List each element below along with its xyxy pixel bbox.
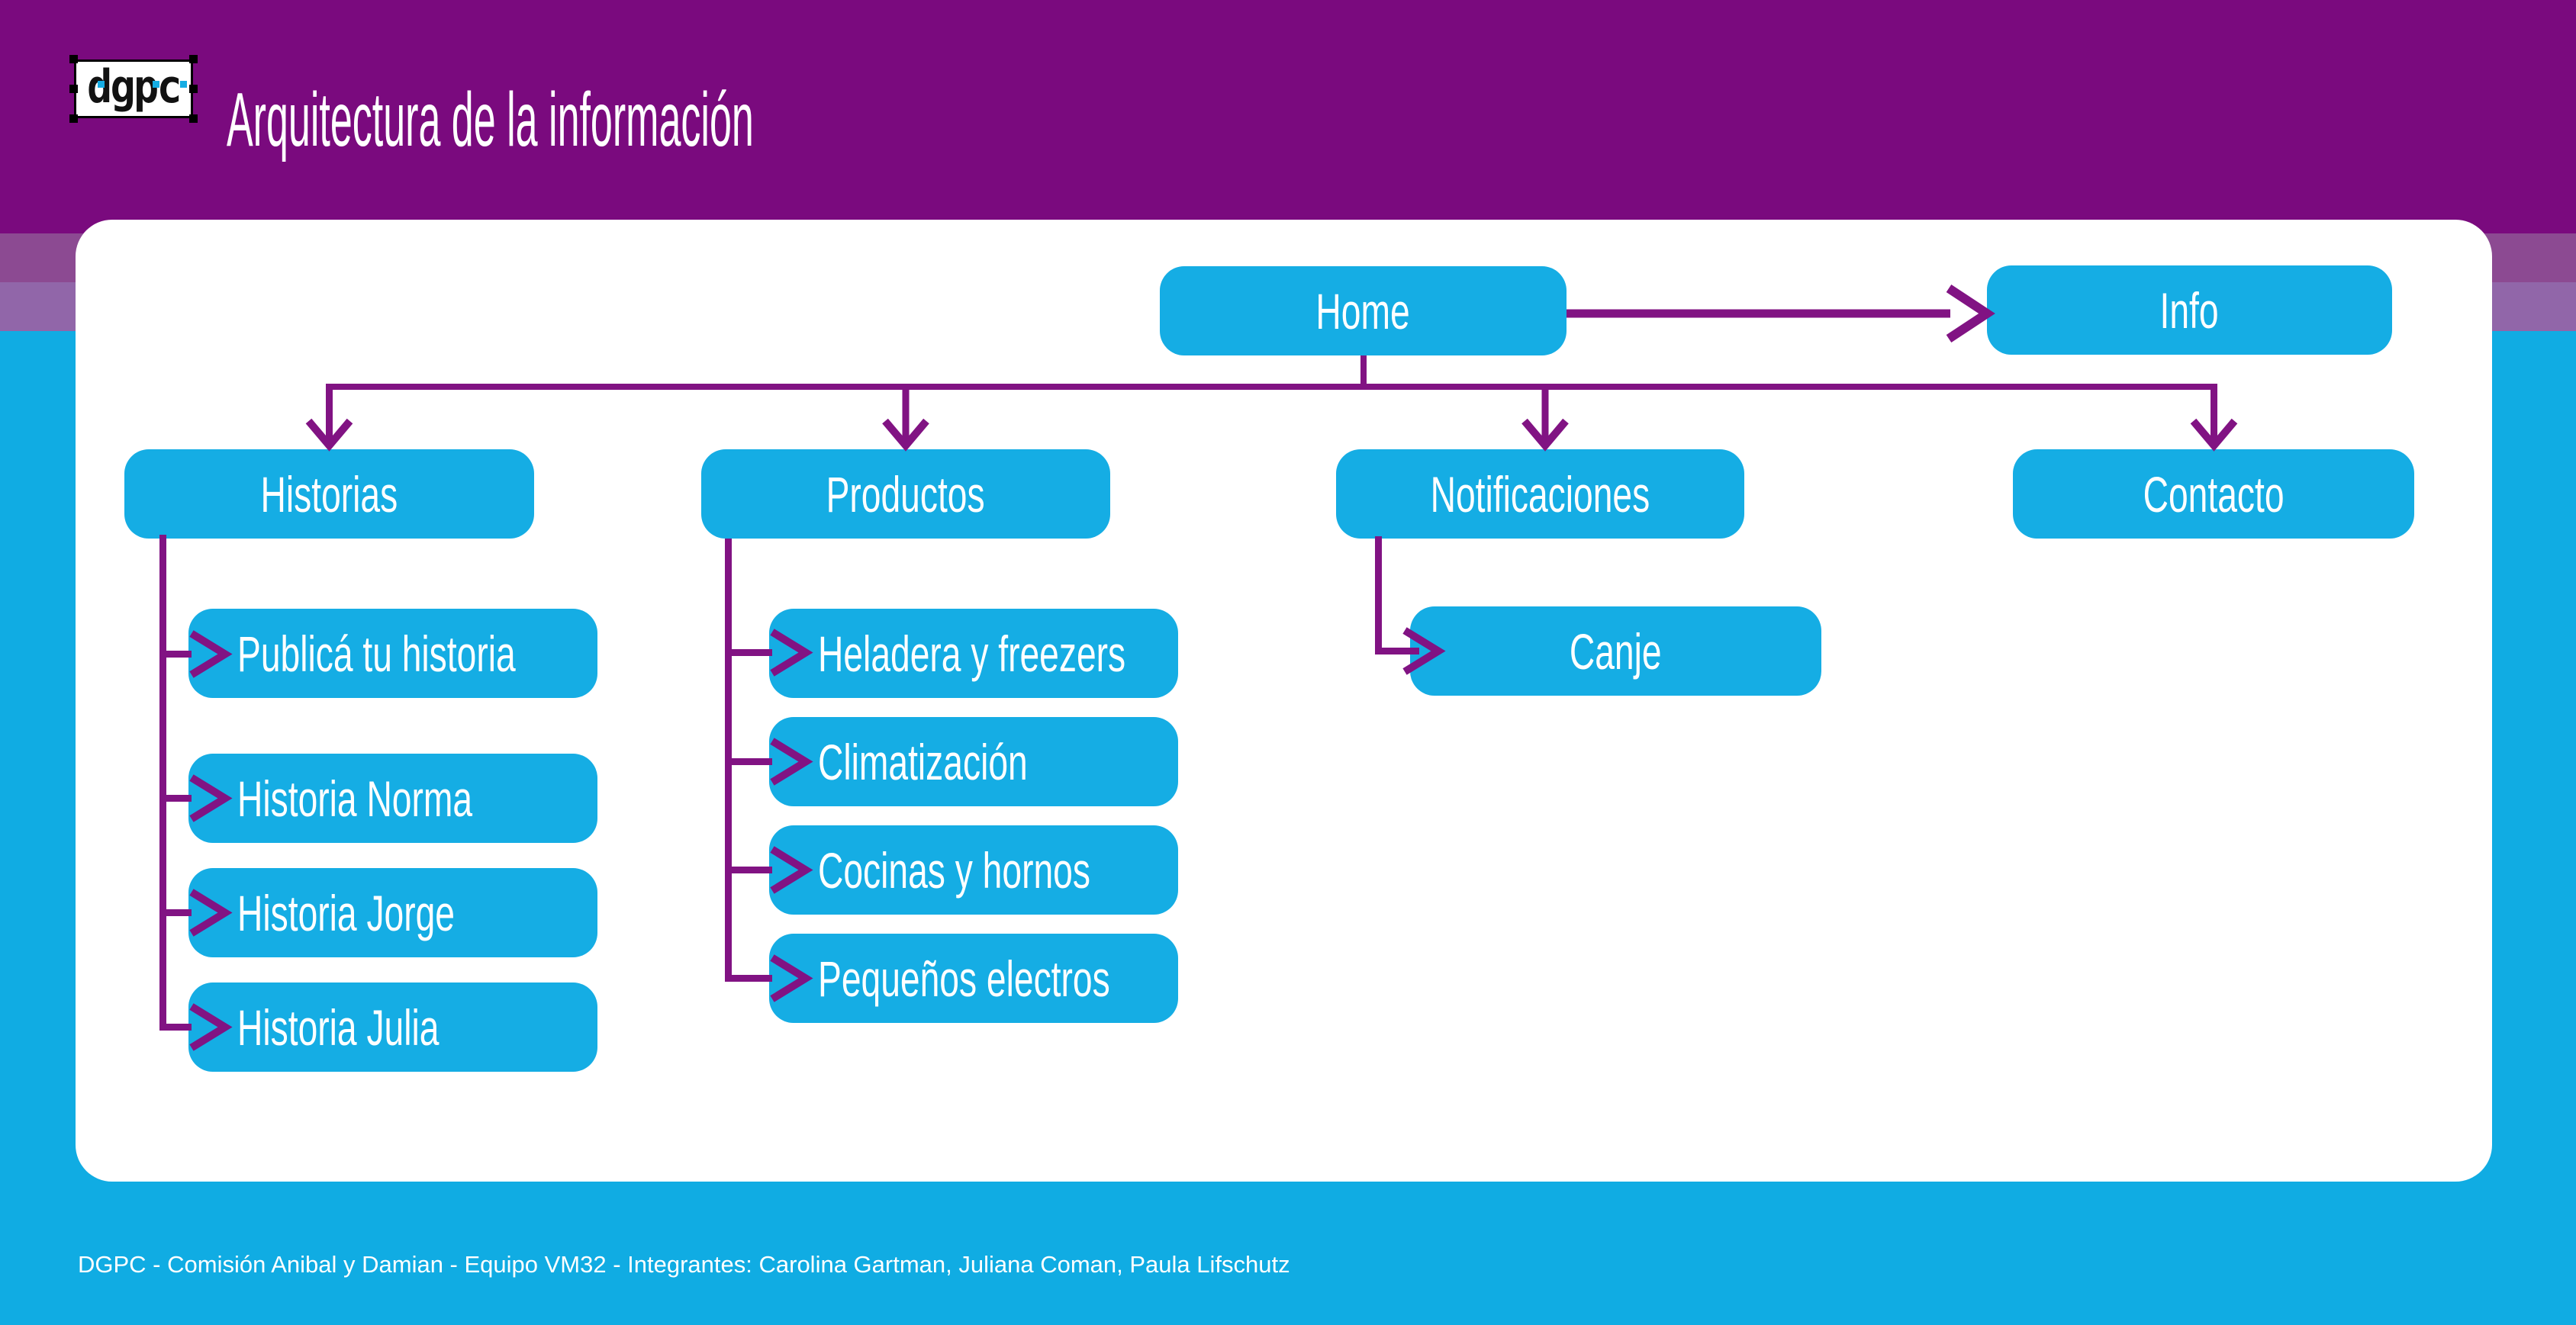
selection-handle[interactable] bbox=[69, 114, 78, 123]
node-publica-tu-historia-label: Publicá tu historia bbox=[237, 625, 516, 682]
node-historias-label: Historias bbox=[260, 465, 398, 523]
selection-handle[interactable] bbox=[189, 55, 198, 63]
selection-handle[interactable] bbox=[69, 85, 78, 93]
node-contacto[interactable]: Contacto bbox=[2013, 449, 2414, 539]
node-historias[interactable]: Historias bbox=[124, 449, 534, 539]
page-title: Arquitectura de la información bbox=[227, 77, 754, 162]
node-historia-norma-label: Historia Norma bbox=[237, 770, 473, 827]
node-productos[interactable]: Productos bbox=[701, 449, 1110, 539]
node-historia-jorge[interactable]: Historia Jorge bbox=[188, 868, 597, 957]
node-heladera-y-freezers-label: Heladera y freezers bbox=[818, 625, 1126, 682]
node-pequenos-electros-label: Pequeños electros bbox=[818, 950, 1110, 1007]
node-canje-label: Canje bbox=[1570, 622, 1662, 680]
node-info[interactable]: Info bbox=[1987, 265, 2392, 355]
node-historia-julia[interactable]: Historia Julia bbox=[188, 982, 597, 1072]
node-home-label: Home bbox=[1315, 282, 1411, 339]
node-pequenos-electros[interactable]: Pequeños electros bbox=[769, 934, 1178, 1023]
selection-handle[interactable] bbox=[69, 55, 78, 63]
node-home[interactable]: Home bbox=[1160, 266, 1567, 355]
node-publica-tu-historia[interactable]: Publicá tu historia bbox=[188, 609, 597, 698]
node-historia-julia-label: Historia Julia bbox=[237, 999, 440, 1056]
node-info-label: Info bbox=[2159, 281, 2220, 339]
node-notificaciones-label: Notificaciones bbox=[1430, 465, 1650, 523]
dgpc-logo[interactable]: dgpc bbox=[69, 55, 198, 123]
selection-handle[interactable] bbox=[189, 85, 198, 93]
node-heladera-y-freezers[interactable]: Heladera y freezers bbox=[769, 609, 1178, 698]
node-cocinas-y-hornos-label: Cocinas y hornos bbox=[818, 841, 1090, 899]
logo-pixel-accent bbox=[153, 81, 159, 88]
node-climatizacion[interactable]: Climatización bbox=[769, 717, 1178, 806]
node-productos-label: Productos bbox=[826, 465, 986, 523]
header-band bbox=[0, 0, 2576, 233]
node-canje[interactable]: Canje bbox=[1410, 606, 1821, 696]
selection-handle[interactable] bbox=[189, 114, 198, 123]
node-notificaciones[interactable]: Notificaciones bbox=[1336, 449, 1744, 539]
node-historia-norma[interactable]: Historia Norma bbox=[188, 754, 597, 843]
logo-pixel-accent bbox=[98, 81, 105, 88]
logo-pixel-accent bbox=[180, 81, 187, 88]
footer-credits: DGPC - Comisión Anibal y Damian - Equipo… bbox=[78, 1251, 1290, 1278]
node-contacto-label: Contacto bbox=[2143, 465, 2285, 523]
node-cocinas-y-hornos[interactable]: Cocinas y hornos bbox=[769, 825, 1178, 915]
node-historia-jorge-label: Historia Jorge bbox=[237, 884, 456, 941]
dgpc-logo-text: dgpc bbox=[87, 60, 182, 114]
node-climatizacion-label: Climatización bbox=[818, 733, 1028, 790]
